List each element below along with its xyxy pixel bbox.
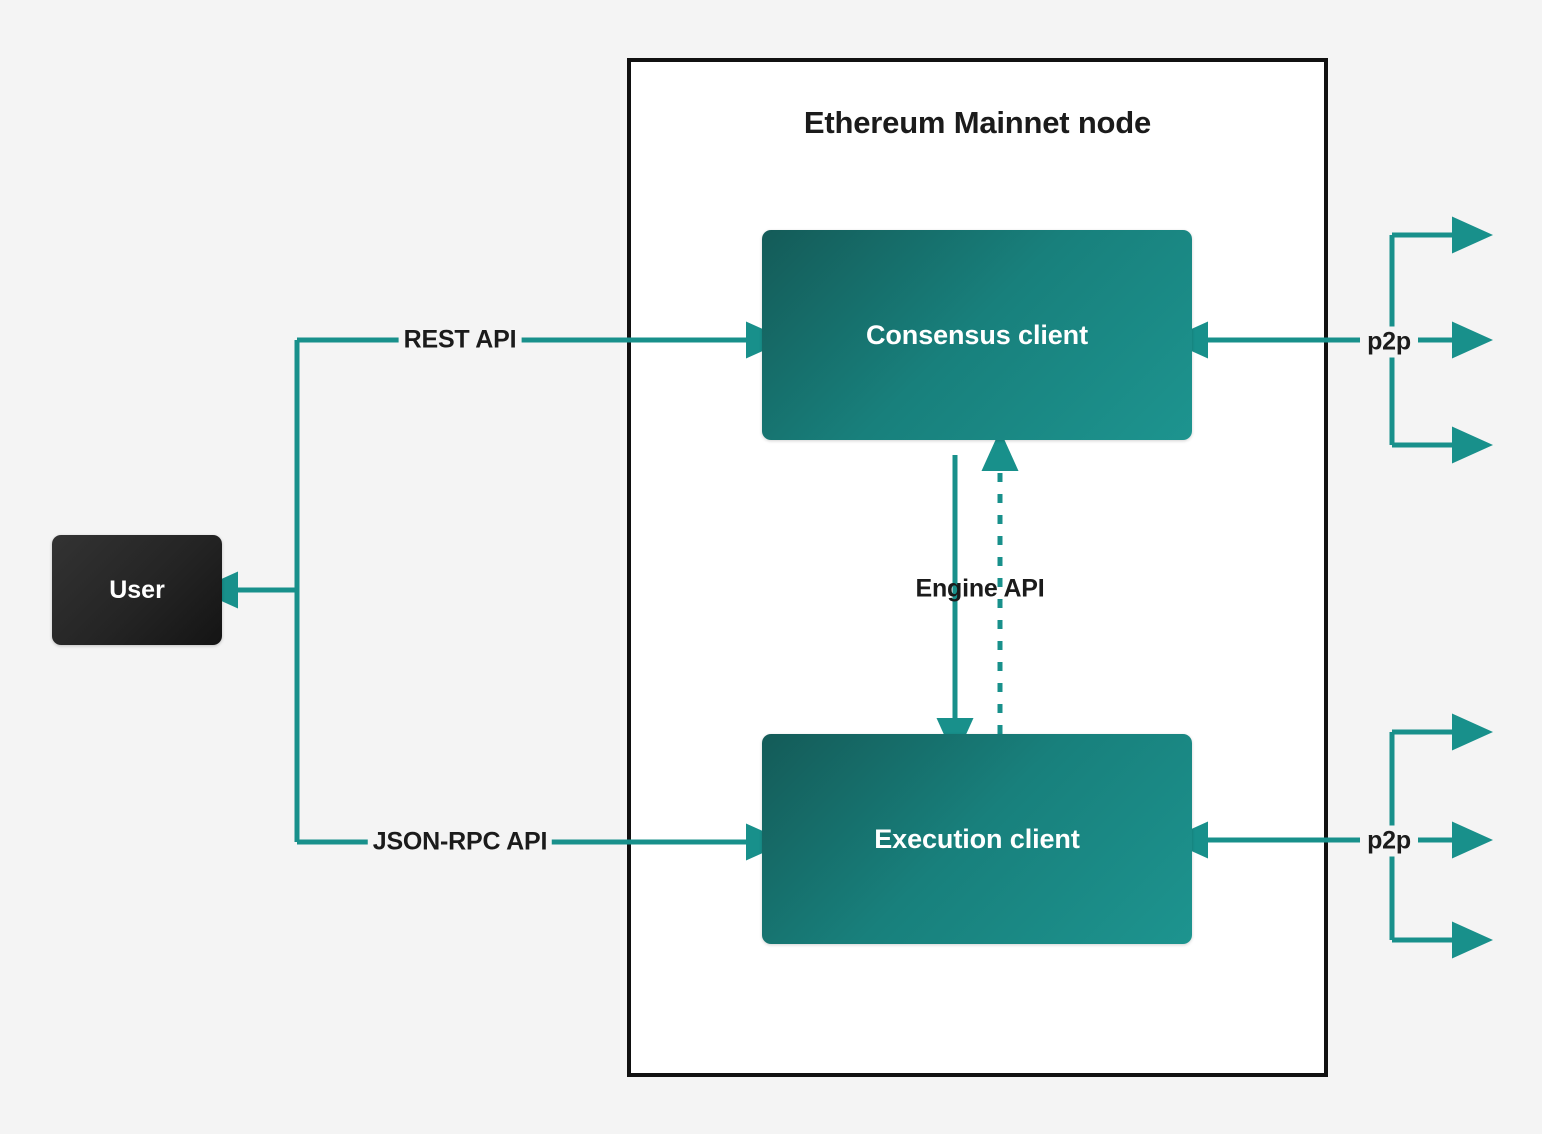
node-execution-client-label: Execution client — [874, 823, 1080, 854]
node-user-label: User — [109, 575, 165, 604]
edge-label-p2p-execution: p2p — [1362, 825, 1416, 857]
edge-label-p2p-consensus: p2p — [1362, 326, 1416, 358]
edge-label-engine-api: Engine API — [915, 574, 1045, 603]
node-consensus-client[interactable]: Consensus client — [762, 230, 1192, 440]
edge-label-jsonrpc-api: JSON-RPC API — [367, 826, 553, 858]
node-consensus-client-label: Consensus client — [866, 319, 1088, 350]
edge-label-rest-api: REST API — [398, 324, 522, 356]
node-user[interactable]: User — [52, 535, 222, 645]
page-title: Ethereum Mainnet node — [803, 105, 1152, 140]
node-execution-client[interactable]: Execution client — [762, 734, 1192, 944]
